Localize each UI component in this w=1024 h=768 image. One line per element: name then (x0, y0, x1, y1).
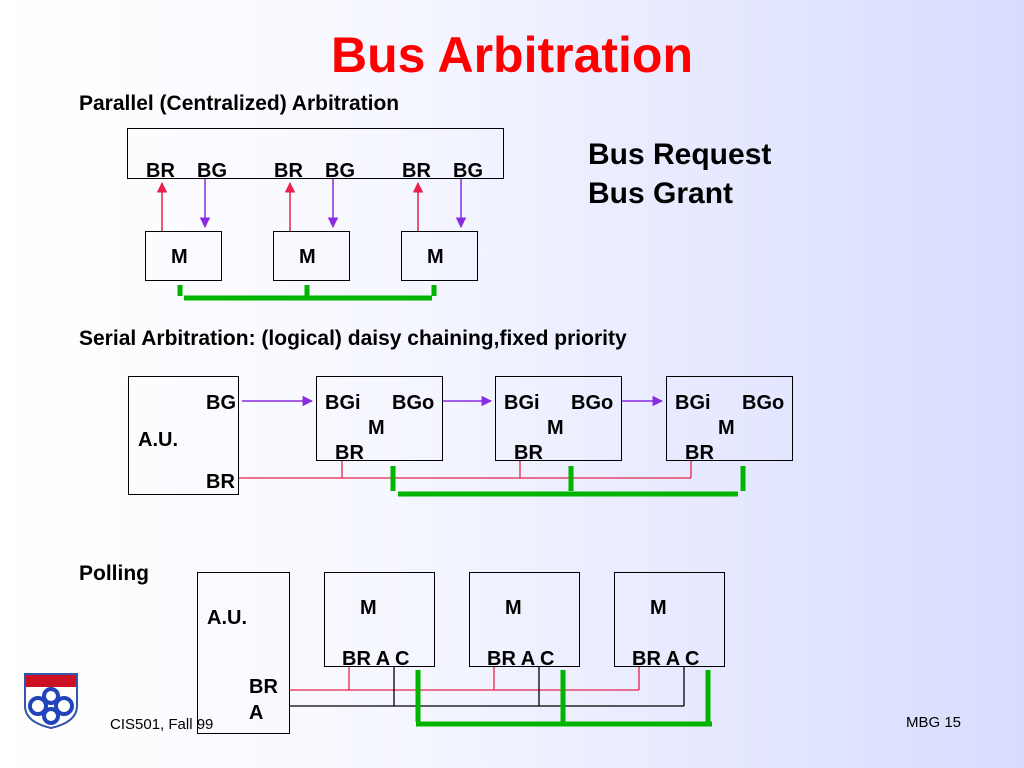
polling-au-a: A (249, 702, 264, 724)
footer-page: MBG 15 (906, 714, 962, 731)
polling-module-1: M BR A C (324, 572, 435, 670)
legend-bus-request: Bus Request (588, 138, 772, 171)
serial-bgi: BGi (325, 392, 361, 414)
polling-au-br: BR (249, 676, 278, 698)
parallel-request-arrows (156, 181, 424, 231)
parallel-data-bus (177, 285, 437, 301)
serial-module-2: BGi BGo M BR (495, 376, 622, 464)
serial-au-bg: BG (206, 392, 236, 414)
polling-data-bus (415, 670, 712, 727)
serial-arbiter-unit: A.U. BG BR (128, 376, 239, 495)
legend-bus-grant: Bus Grant (588, 177, 734, 210)
serial-data-bus (390, 466, 746, 497)
parallel-bg-1: BG (197, 160, 227, 182)
polling-heading: Polling (79, 562, 149, 585)
parallel-br-1: BR (146, 160, 175, 182)
parallel-bg-3: BG (453, 160, 483, 182)
polling-m: M (505, 597, 522, 619)
serial-bgi: BGi (504, 392, 540, 414)
polling-signals: BR A C (487, 648, 555, 670)
serial-au-br: BR (206, 471, 235, 493)
serial-br: BR (685, 442, 714, 464)
parallel-module-label: M (427, 246, 444, 268)
parallel-module-2: M (273, 231, 350, 281)
parallel-grant-arrows (199, 179, 467, 229)
parallel-module-label: M (171, 246, 188, 268)
polling-m: M (650, 597, 667, 619)
polling-signals: BR A C (342, 648, 410, 670)
serial-bgo: BGo (742, 392, 785, 414)
serial-br: BR (514, 442, 543, 464)
university-shield-logo (24, 673, 78, 730)
serial-module-1: BGi BGo M BR (316, 376, 443, 464)
serial-request-line (239, 461, 692, 479)
parallel-bg-2: BG (325, 160, 355, 182)
parallel-module-label: M (299, 246, 316, 268)
slide-title: Bus Arbitration (330, 27, 694, 83)
polling-module-3: M BR A C (614, 572, 725, 670)
arbiter-box (127, 128, 504, 179)
polling-signals: BR A C (632, 648, 700, 670)
serial-br: BR (335, 442, 364, 464)
parallel-heading: Parallel (Centralized) Arbitration (79, 92, 400, 115)
polling-address-line (290, 667, 685, 707)
footer-course: CIS501, Fall 99 (110, 716, 214, 733)
parallel-module-1: M (145, 231, 222, 281)
serial-bgo: BGo (571, 392, 614, 414)
serial-m: M (718, 417, 735, 439)
serial-heading: Serial Arbitration: (logical) daisy chai… (79, 327, 627, 350)
parallel-module-3: M (401, 231, 478, 281)
serial-bgi: BGi (675, 392, 711, 414)
serial-m: M (368, 417, 385, 439)
polling-module-2: M BR A C (469, 572, 580, 670)
polling-m: M (360, 597, 377, 619)
serial-m: M (547, 417, 564, 439)
polling-request-line (290, 667, 640, 691)
polling-arbiter-unit: A.U. BR A (197, 572, 290, 734)
serial-bgo: BGo (392, 392, 435, 414)
parallel-br-3: BR (402, 160, 431, 182)
serial-au-label: A.U. (138, 429, 178, 451)
serial-module-3: BGi BGo M BR (666, 376, 793, 464)
parallel-br-2: BR (274, 160, 303, 182)
polling-au-label: A.U. (207, 607, 247, 629)
